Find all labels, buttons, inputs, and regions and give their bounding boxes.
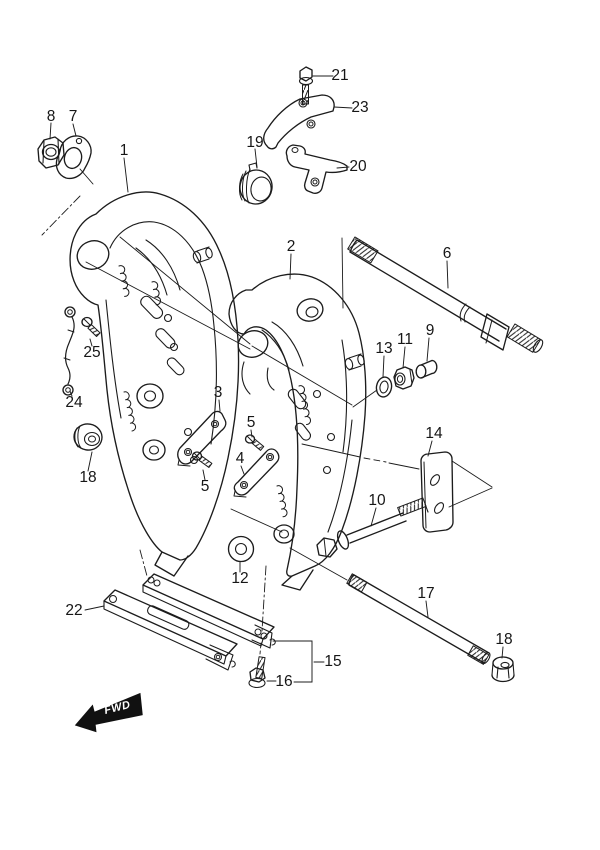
callout-19: 19 — [246, 134, 263, 151]
callout-6: 6 — [443, 245, 452, 262]
sight-line — [388, 462, 420, 470]
part-plate-3 — [177, 410, 227, 467]
callout-13: 13 — [375, 340, 392, 357]
callout-9: 9 — [426, 322, 435, 339]
leader-11 — [402, 346, 406, 369]
callout-8: 8 — [47, 108, 56, 125]
callout-24: 24 — [65, 394, 83, 411]
part-bolt-5b — [191, 451, 213, 468]
callout-15: 15 — [324, 653, 341, 670]
callout-3: 3 — [214, 384, 223, 401]
callout-1: 1 — [120, 142, 129, 159]
leader-13 — [382, 355, 385, 378]
part-plate-4 — [233, 448, 280, 498]
part-washer-13 — [375, 376, 393, 398]
leader-2 — [289, 253, 292, 280]
part-flange-nut-18b — [491, 656, 515, 683]
leader-5b — [202, 469, 206, 481]
sight-line — [85, 261, 251, 350]
part-tilt-shaft-6 — [347, 236, 544, 353]
callout-16: 16 — [275, 673, 292, 690]
callout-22: 22 — [65, 602, 82, 619]
part-bolt-21 — [298, 66, 314, 105]
callout-20: 20 — [349, 158, 367, 175]
leader-14 — [427, 440, 433, 457]
sight-line — [251, 345, 353, 406]
leader-bracket-15 — [272, 640, 313, 683]
part-transom-plate-14 — [420, 451, 454, 533]
leader-23 — [333, 106, 353, 109]
callout-23: 23 — [351, 99, 368, 116]
callout-7: 7 — [69, 108, 78, 125]
sight-line — [451, 460, 493, 488]
callout-18b: 18 — [495, 631, 512, 648]
sight-line — [79, 168, 94, 185]
part-clamp-bracket-stbd — [228, 273, 367, 591]
sight-line — [119, 236, 251, 345]
part-plate-23 — [263, 94, 335, 150]
leader-1 — [123, 157, 129, 193]
callout-21: 21 — [331, 67, 348, 84]
sight-line — [352, 389, 378, 408]
part-ground-lead-24 — [62, 306, 76, 396]
part-bolt-5a — [244, 434, 265, 451]
leader-22 — [84, 605, 105, 611]
callout-4: 4 — [236, 450, 245, 467]
callout-14: 14 — [425, 425, 443, 442]
leader-10 — [370, 507, 377, 527]
callout-5a: 5 — [247, 414, 256, 431]
leader-18b — [501, 646, 504, 659]
callout-17: 17 — [417, 585, 434, 602]
leader-18a — [87, 451, 93, 472]
part-skeg-plate-22 — [103, 589, 238, 671]
part-clamp-bracket-port — [69, 191, 240, 577]
callout-labels: 8 7 1 21 23 19 20 2 6 9 11 13 25 24 18 3… — [47, 67, 513, 690]
part-cap-18a — [73, 423, 103, 451]
callout-11: 11 — [397, 331, 413, 348]
part-lock-nut-11 — [393, 366, 415, 390]
sight-line — [448, 487, 493, 508]
leader-5a — [250, 429, 253, 438]
leader-19 — [254, 148, 258, 168]
leader-24 — [69, 390, 73, 397]
callout-5b: 5 — [201, 478, 210, 495]
part-clamp-bolt-10 — [316, 497, 429, 558]
axis-dashdot-pad — [261, 565, 267, 632]
sight-line — [341, 237, 344, 309]
part-plate-20 — [285, 144, 348, 194]
leader-4 — [240, 465, 245, 475]
leader-25 — [89, 338, 93, 347]
part-grommet-19 — [239, 162, 273, 205]
part-pad-bar-15 — [142, 573, 276, 649]
part-bushing-9 — [415, 359, 438, 379]
axis-dashdot-upper-left — [41, 195, 81, 236]
part-washer-12 — [227, 535, 255, 563]
fwd-arrow-icon — [74, 692, 143, 733]
part-through-bolt-17 — [346, 573, 491, 665]
leader-17 — [425, 600, 429, 618]
leader-9 — [426, 337, 430, 362]
callout-10: 10 — [368, 492, 386, 509]
leader-8 — [49, 122, 52, 140]
fwd-marker: FWD — [74, 692, 143, 733]
leader-20 — [336, 166, 350, 169]
callout-25: 25 — [83, 344, 100, 361]
leader-3 — [218, 399, 221, 412]
callout-18a: 18 — [79, 469, 96, 486]
leader-6 — [446, 260, 449, 289]
leader-lines — [49, 75, 504, 683]
axis-dashdot-bracket1 — [139, 549, 148, 577]
leader-7 — [72, 123, 77, 137]
part-screw-25 — [81, 316, 101, 337]
callout-2: 2 — [287, 238, 296, 255]
sight-line — [301, 443, 361, 458]
sight-line-dashed — [363, 457, 387, 463]
callout-12: 12 — [231, 570, 248, 587]
sight-line — [230, 508, 283, 533]
part-pad-bolt-16 — [248, 656, 266, 689]
